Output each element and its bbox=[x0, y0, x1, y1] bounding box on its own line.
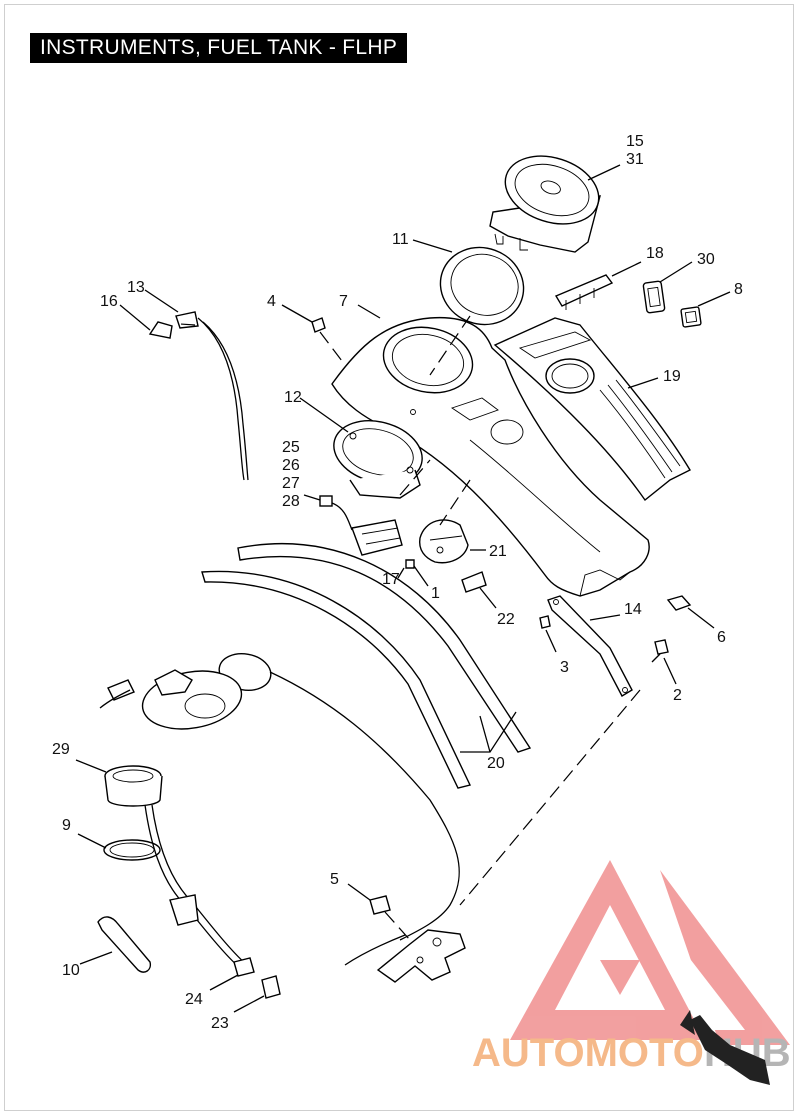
callout-31: 31 bbox=[626, 151, 644, 168]
callout-11: 11 bbox=[392, 231, 409, 248]
callout-labels: 15 31 11 18 30 8 13 16 4 7 19 12 25 26 2… bbox=[52, 133, 743, 1032]
callout-21: 21 bbox=[489, 543, 507, 560]
bracket-part-14 bbox=[547, 595, 633, 697]
callout-1: 1 bbox=[431, 585, 440, 602]
channel-strip-part bbox=[201, 543, 532, 789]
watermark-text: AUTOMOTO bbox=[472, 1031, 704, 1075]
watermark-hand-icon bbox=[680, 1010, 770, 1085]
leader-lines bbox=[75, 164, 731, 1013]
page-frame bbox=[4, 4, 794, 1111]
callout-10: 10 bbox=[62, 962, 80, 979]
fuel-sender-base-part bbox=[99, 653, 460, 966]
assembly-lines bbox=[179, 315, 641, 941]
bolt-part-2 bbox=[651, 639, 669, 663]
fuel-tank-console-part bbox=[331, 316, 650, 597]
clip-part-6 bbox=[666, 595, 692, 611]
connector-part-24 bbox=[233, 957, 255, 977]
callout-8: 8 bbox=[734, 281, 743, 298]
indicator-part-8 bbox=[680, 306, 702, 328]
clip-part-22 bbox=[461, 571, 487, 593]
bolt-part-3 bbox=[539, 615, 551, 629]
callout-20: 20 bbox=[487, 755, 505, 772]
wire-harness-gauge bbox=[144, 804, 247, 969]
callout-3: 3 bbox=[560, 659, 569, 676]
bezel-ring-part bbox=[439, 246, 525, 326]
callout-26: 26 bbox=[282, 457, 300, 474]
callout-30: 30 bbox=[697, 251, 715, 268]
fuel-gauge-part-29 bbox=[104, 765, 163, 807]
callout-24: 24 bbox=[185, 991, 203, 1008]
callout-28: 28 bbox=[282, 493, 300, 510]
callout-22: 22 bbox=[497, 611, 515, 628]
callout-27: 27 bbox=[282, 475, 300, 492]
callout-19: 19 bbox=[663, 368, 681, 385]
callout-16: 16 bbox=[100, 293, 118, 310]
console-trim-part bbox=[493, 317, 691, 502]
o-ring-part-9 bbox=[103, 839, 161, 861]
page-title: INSTRUMENTS, FUEL TANK - FLHP bbox=[30, 33, 408, 63]
callout-7: 7 bbox=[339, 293, 348, 310]
sensor-part-13 bbox=[148, 311, 249, 481]
speedometer-part bbox=[489, 155, 601, 253]
callout-29: 29 bbox=[52, 741, 70, 758]
connector-part-23 bbox=[261, 975, 281, 999]
callout-15: 15 bbox=[626, 133, 644, 150]
screw-part-4 bbox=[311, 317, 326, 333]
nut-part-5 bbox=[369, 895, 391, 915]
callout-12: 12 bbox=[284, 389, 302, 406]
mounting-plate-part bbox=[376, 929, 466, 983]
indicator-module-part bbox=[418, 519, 469, 564]
trim-strip-part bbox=[554, 274, 614, 310]
callout-13: 13 bbox=[127, 279, 145, 296]
indicator-part-30 bbox=[642, 280, 666, 314]
callout-14: 14 bbox=[624, 601, 642, 618]
sleeve-part-10 bbox=[97, 916, 152, 973]
callout-5: 5 bbox=[330, 871, 339, 888]
callout-23: 23 bbox=[211, 1015, 229, 1032]
callout-9: 9 bbox=[62, 817, 71, 834]
mounting-bracket-part bbox=[333, 420, 423, 499]
callout-25: 25 bbox=[282, 439, 300, 456]
harness-module-part bbox=[319, 495, 415, 569]
callout-6: 6 bbox=[717, 629, 726, 646]
callout-4: 4 bbox=[267, 293, 276, 310]
callout-18: 18 bbox=[646, 245, 664, 262]
watermark-logo bbox=[510, 860, 790, 1045]
callout-17: 17 bbox=[382, 571, 400, 588]
callout-2: 2 bbox=[673, 687, 682, 704]
